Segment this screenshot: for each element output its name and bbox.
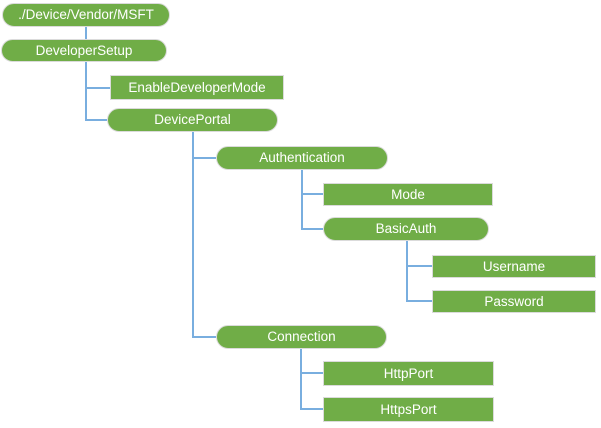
connector-device-portal-trunk (192, 132, 194, 338)
connector-to-connection (192, 336, 216, 338)
node-authentication: Authentication (216, 146, 388, 170)
node-enable-developer-mode: EnableDeveloperMode (110, 75, 284, 100)
connector-to-https-port (300, 408, 323, 410)
connector-developer-setup-trunk (85, 62, 87, 121)
node-device-portal: DevicePortal (107, 108, 278, 132)
connector-to-authentication (192, 157, 216, 159)
connector-to-basic-auth (301, 228, 323, 230)
node-developer-setup: DeveloperSetup (1, 39, 167, 62)
node-connection: Connection (216, 325, 387, 349)
connector-root-to-developer-setup (85, 27, 87, 39)
connector-to-enable-developer-mode (85, 87, 110, 89)
node-root: ./Device/Vendor/MSFT (2, 3, 170, 27)
node-http-port: HttpPort (323, 361, 494, 386)
node-basic-auth: BasicAuth (323, 217, 489, 241)
node-username: Username (432, 255, 596, 278)
connector-to-http-port (300, 372, 323, 374)
connector-authentication-trunk (301, 170, 303, 230)
connector-connection-trunk (300, 349, 302, 410)
connector-to-username (406, 265, 432, 267)
node-password: Password (432, 290, 596, 313)
connector-to-mode (301, 193, 323, 195)
node-https-port: HttpsPort (323, 397, 494, 422)
connector-to-password (406, 300, 432, 302)
connector-to-device-portal (85, 119, 107, 121)
connector-basic-auth-trunk (406, 241, 408, 302)
node-mode: Mode (323, 183, 493, 206)
